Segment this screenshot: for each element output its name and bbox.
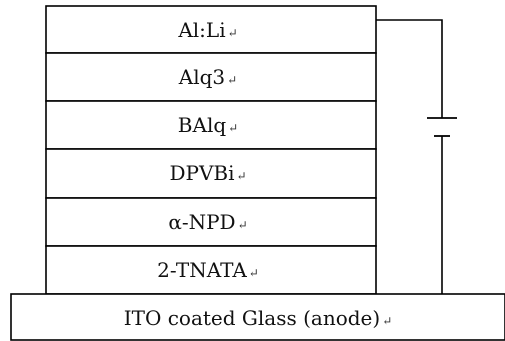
substrate-label: ITO coated Glass (anode)↵ xyxy=(124,306,393,330)
layer-label: DPVBi↵ xyxy=(169,161,246,185)
layer-label: Al:Li↵ xyxy=(177,18,237,42)
layer-dpvbi-box xyxy=(45,148,377,199)
circuit-wire xyxy=(376,19,443,294)
layer-label: Alq3↵ xyxy=(178,65,237,89)
layer-label: 2-TNATA↵ xyxy=(157,258,259,282)
layer-alq3-box xyxy=(45,52,377,102)
layer-2-tnata-box xyxy=(45,245,377,295)
layer-label: BAlq↵ xyxy=(178,113,238,137)
layer-al-li-box xyxy=(45,5,377,54)
layer-balq-box xyxy=(45,100,377,150)
layer-label: α-NPD↵ xyxy=(168,210,247,234)
battery-symbol xyxy=(427,117,457,137)
layer-stack xyxy=(10,5,505,341)
substrate-box xyxy=(10,293,505,341)
